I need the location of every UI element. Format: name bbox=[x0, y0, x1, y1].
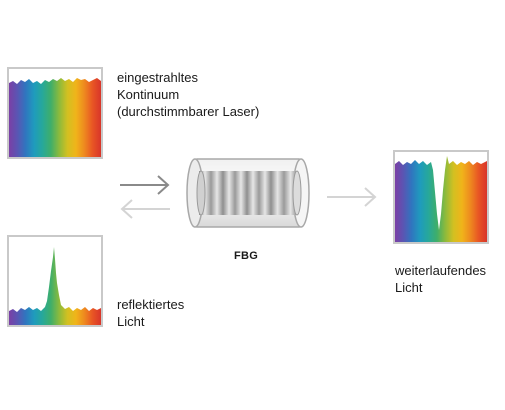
fbg-label: FBG bbox=[234, 250, 259, 262]
transmitted-label: weiterlaufendes Licht bbox=[395, 262, 486, 296]
transmitted-label-line-2: Licht bbox=[395, 280, 423, 295]
incident-spectrum-graph bbox=[9, 78, 101, 157]
reflected-spectrum-graph bbox=[9, 247, 101, 325]
incident-label: eingestrahltes Kontinuum (durchstimmbare… bbox=[117, 69, 259, 120]
transmitted-label-line-1: weiterlaufendes bbox=[395, 263, 487, 278]
transmitted-spectrum-panel bbox=[393, 150, 489, 244]
forward-arrow-icon bbox=[120, 175, 170, 195]
reflected-label-line-1: reflektiertes bbox=[117, 297, 185, 312]
fbg-fiber-icon bbox=[186, 158, 310, 228]
reflected-label-line-2: Licht bbox=[117, 314, 145, 329]
reflected-spectrum-panel bbox=[7, 235, 103, 327]
transmitted-spectrum-fill bbox=[395, 156, 487, 242]
fbg-grating-band bbox=[247, 171, 271, 215]
incident-spectrum-fill bbox=[9, 78, 101, 157]
transmitted-spectrum-graph bbox=[395, 156, 487, 242]
incident-label-line-1: eingestrahltes bbox=[117, 70, 198, 85]
incident-label-line-2: Kontinuum bbox=[117, 87, 180, 102]
incident-spectrum-panel bbox=[7, 67, 103, 159]
incident-label-line-3: (durchstimmbarer Laser) bbox=[117, 104, 260, 119]
transmit-arrow-icon bbox=[327, 187, 377, 207]
backward-arrow-icon bbox=[120, 199, 170, 219]
reflected-label: reflektiertes Licht bbox=[117, 296, 184, 330]
reflected-spectrum-fill bbox=[9, 247, 101, 325]
fbg-grating-band bbox=[223, 171, 247, 215]
